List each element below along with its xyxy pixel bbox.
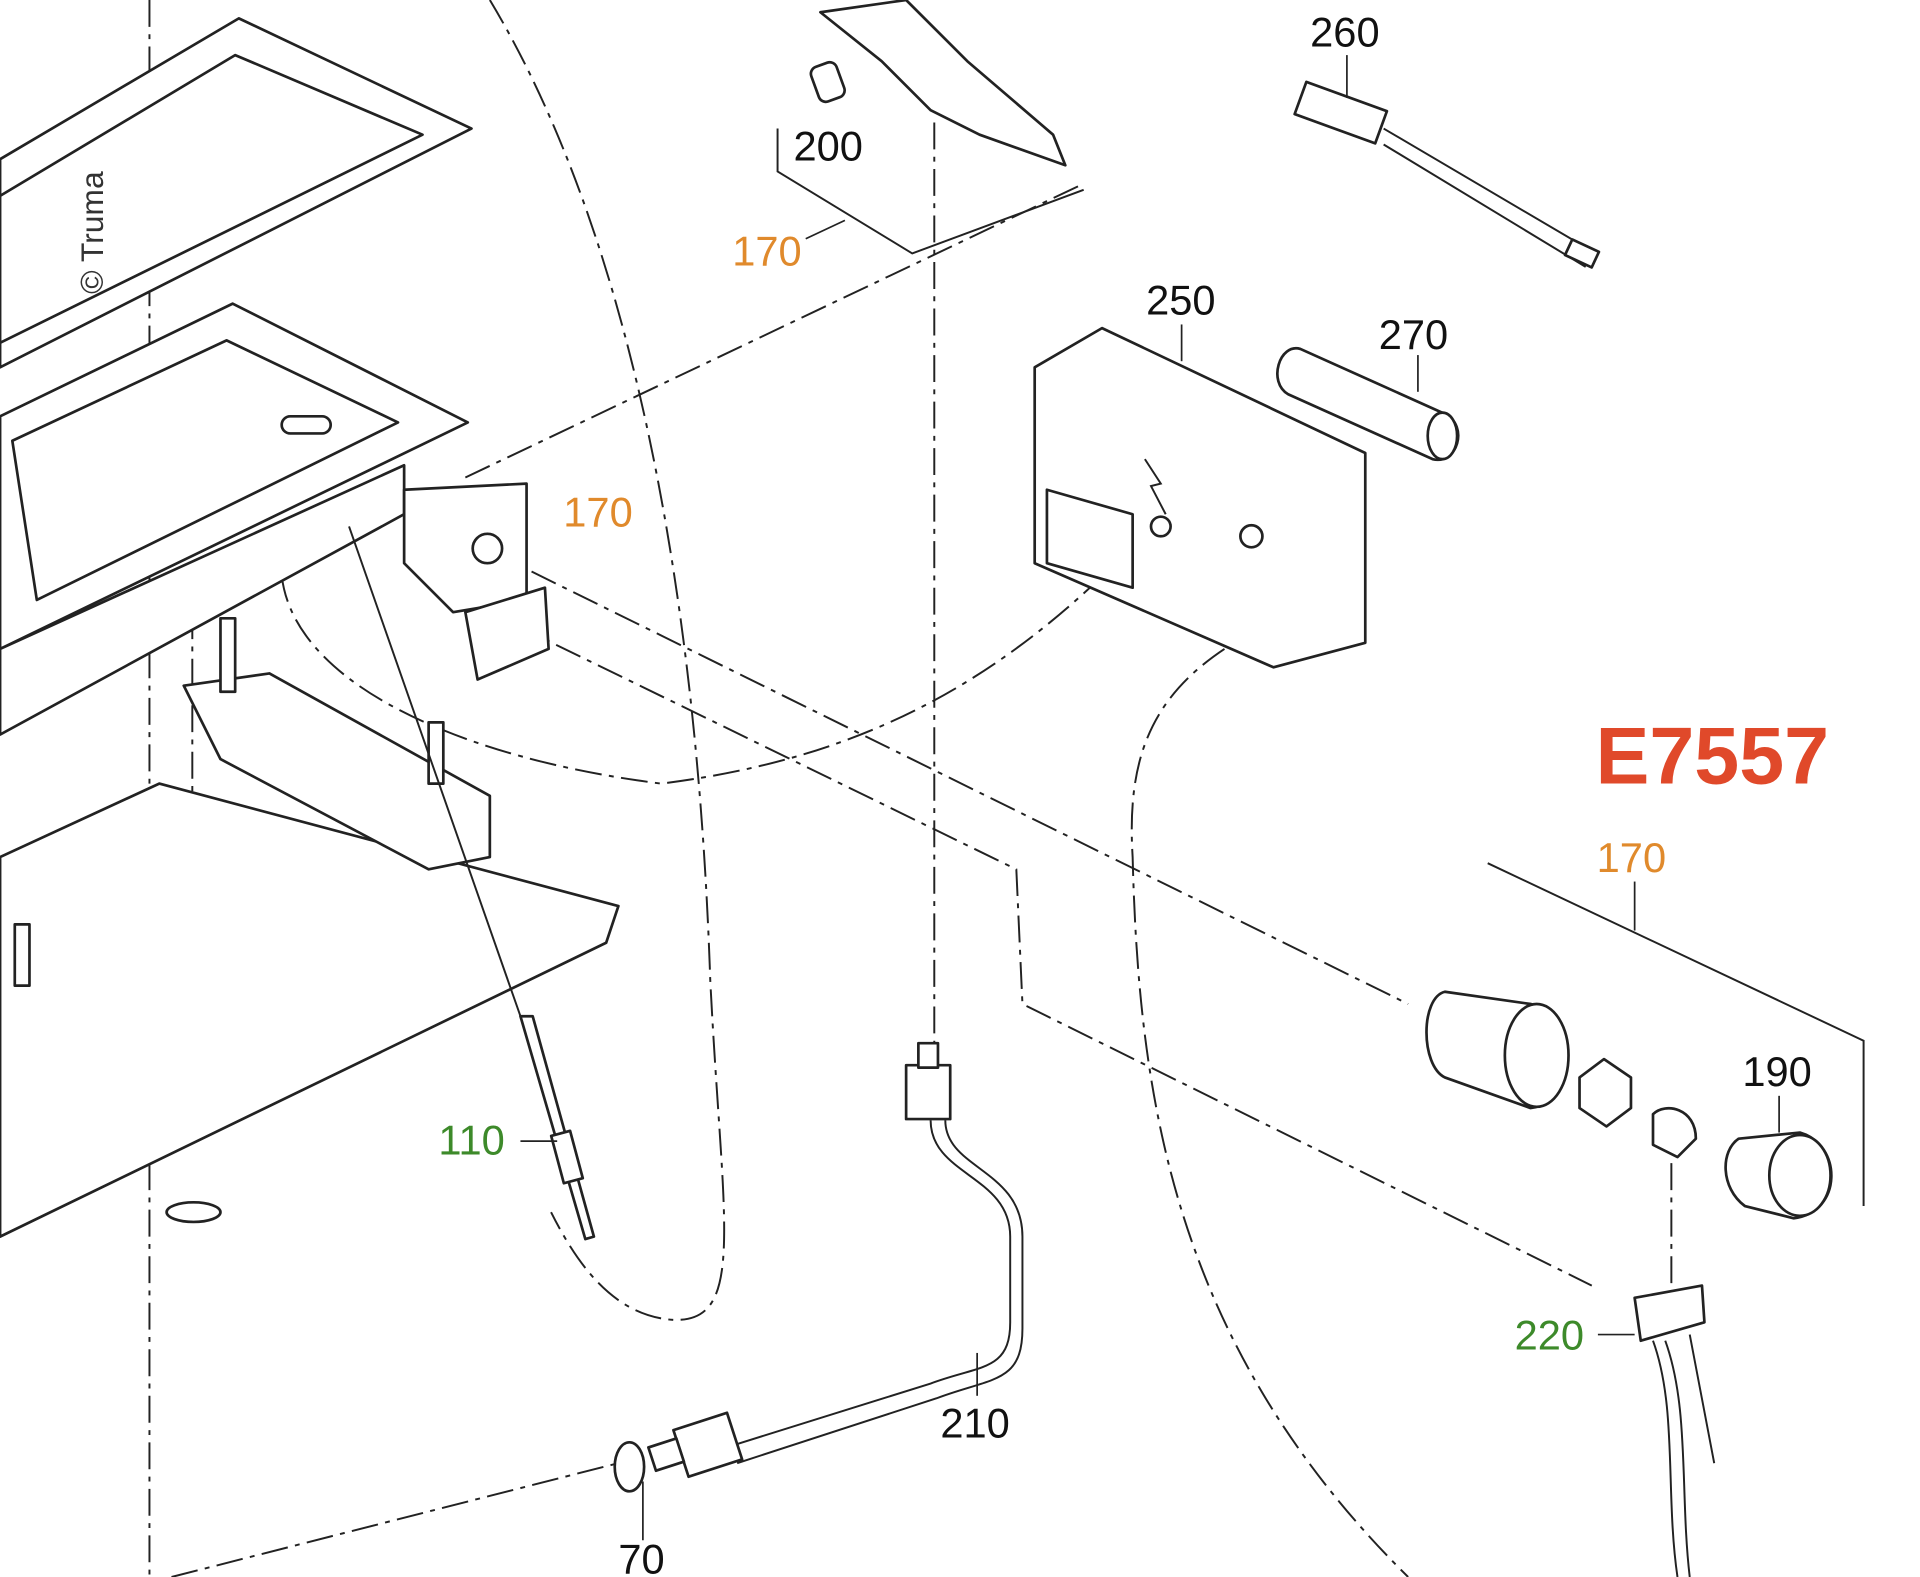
part-label-250: 250 — [1146, 277, 1215, 324]
part-label-70: 70 — [618, 1535, 664, 1577]
thermocouple — [348, 526, 596, 1241]
base-plate — [0, 616, 620, 1238]
knob-assembly — [1425, 862, 1865, 1220]
guide-lines — [148, 0, 1673, 1577]
battery — [1276, 347, 1460, 462]
part-label-110: 110 — [438, 1117, 504, 1164]
ignition-control-box — [1033, 326, 1367, 669]
copyright-text: © Truma — [74, 171, 110, 294]
part-label-170-right: 170 — [1597, 834, 1666, 881]
leader-lines — [520, 55, 1780, 1541]
gas-pipe — [613, 1041, 1024, 1493]
connector-cable — [1293, 80, 1601, 269]
part-label-170-top: 170 — [732, 228, 801, 275]
gas-valve — [776, 0, 1085, 255]
diagram-code: E7557 — [1595, 712, 1829, 802]
part-label-200: 200 — [793, 122, 862, 169]
bracket — [402, 482, 550, 681]
microswitch — [1633, 1284, 1716, 1577]
part-label-210: 210 — [940, 1399, 1009, 1446]
part-label-260: 260 — [1310, 9, 1379, 56]
burner-tray — [0, 302, 470, 736]
part-label-270: 270 — [1379, 311, 1448, 358]
part-label-220: 220 — [1515, 1311, 1584, 1358]
part-label-170-mid: 170 — [563, 488, 632, 535]
part-label-190: 190 — [1742, 1048, 1811, 1095]
gasket-frame — [0, 17, 473, 369]
